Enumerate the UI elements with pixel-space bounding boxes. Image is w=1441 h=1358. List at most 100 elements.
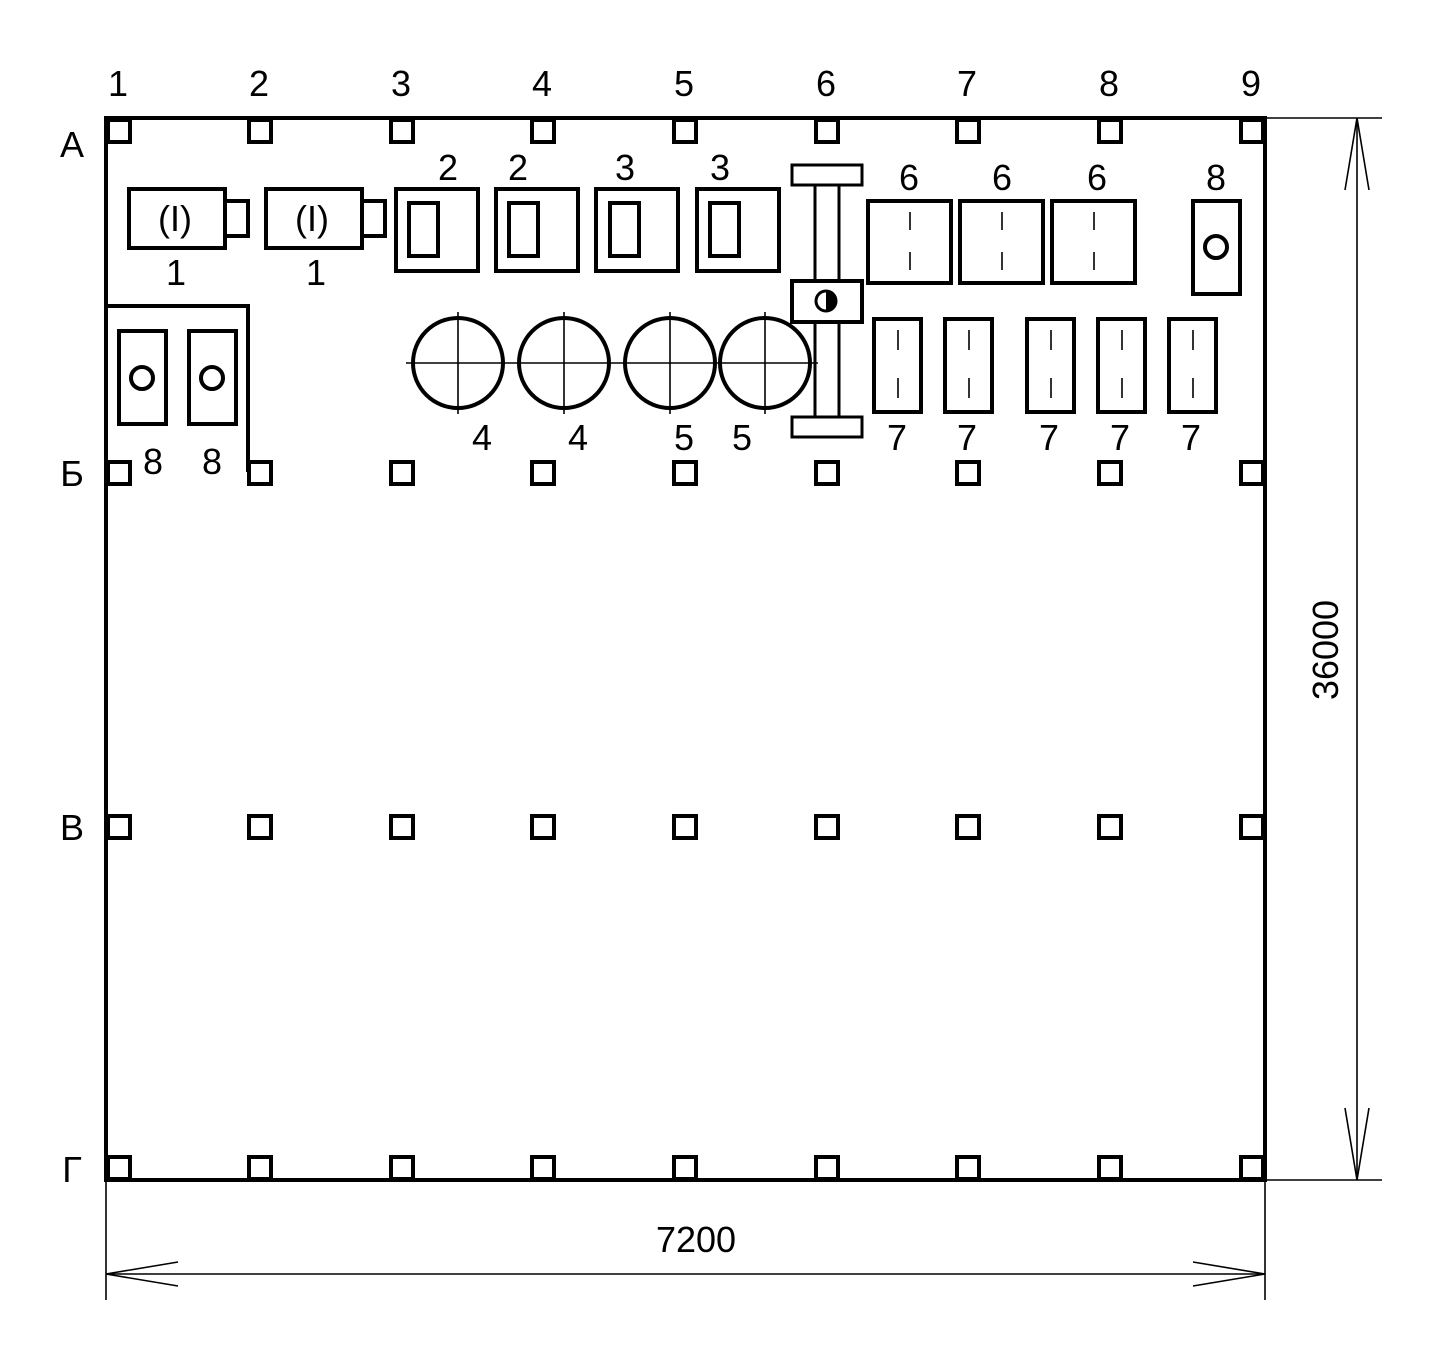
equipment-number: 8: [143, 441, 163, 482]
equipment-8-unit: 8: [117, 329, 168, 482]
row-axis-label: В: [60, 807, 84, 848]
column: [814, 1155, 840, 1181]
half-filled-marker-icon: [826, 291, 836, 311]
motor-mark: (I): [295, 198, 329, 239]
equipment-6-unit: 6: [866, 157, 953, 285]
column: [955, 118, 981, 144]
equipment-number: 7: [1039, 417, 1059, 458]
column: [247, 1155, 273, 1181]
column: [1097, 118, 1123, 144]
column-axis-label: 4: [532, 63, 552, 104]
column: [955, 460, 981, 486]
column: [814, 118, 840, 144]
equipment-number: 8: [202, 441, 222, 482]
equipment-number: 5: [732, 417, 752, 458]
column-axis-label: 5: [674, 63, 694, 104]
equipment-number: 8: [1206, 157, 1226, 198]
column: [1239, 814, 1265, 840]
row-axis-label: Г: [62, 1149, 82, 1190]
column: [1239, 1155, 1265, 1181]
equipment-number: 7: [887, 417, 907, 458]
column: [672, 1155, 698, 1181]
equipment-8-unit: 8: [1191, 157, 1242, 296]
equipment-7-unit: 7: [872, 317, 923, 458]
equipment-1-unit: (I) 1: [264, 187, 387, 293]
column: [1239, 460, 1265, 486]
column: [247, 460, 273, 486]
equipment-4-tank: 4: [411, 312, 505, 458]
equipment-5-tank: 5: [718, 312, 812, 458]
column-axis-label: 1: [108, 63, 128, 104]
column: [106, 460, 132, 486]
column: [389, 1155, 415, 1181]
column-axis-label: 2: [249, 63, 269, 104]
equipment-5-tank: 5: [623, 312, 717, 458]
equipment-number: 6: [899, 157, 919, 198]
building-outline: [104, 116, 1267, 1182]
equipment-3-unit: 3: [594, 147, 680, 273]
column: [1097, 814, 1123, 840]
column: [672, 460, 698, 486]
column: [106, 118, 132, 144]
equipment-number: 4: [472, 417, 492, 458]
column: [247, 814, 273, 840]
column: [106, 1155, 132, 1181]
equipment-3-unit: 3: [695, 147, 781, 273]
equipment-2-unit: 2: [394, 147, 480, 273]
equipment-4-tank: 4: [517, 312, 611, 458]
equipment-number: 4: [568, 417, 588, 458]
column: [530, 460, 556, 486]
row-axis-labels: А Б В Г: [60, 124, 84, 1190]
column-axis-label: 3: [391, 63, 411, 104]
column: [389, 814, 415, 840]
partition-wall: [106, 304, 250, 472]
column: [814, 460, 840, 486]
equipment-6-unit: 6: [958, 157, 1045, 285]
column: [106, 814, 132, 840]
column: [955, 814, 981, 840]
equipment-number: 3: [710, 147, 730, 188]
column-axis-label: 8: [1099, 63, 1119, 104]
equipment-number: 7: [957, 417, 977, 458]
dimension-height: 36000: [1265, 117, 1382, 1181]
column: [389, 460, 415, 486]
column: [1097, 1155, 1123, 1181]
column-axis-label: 7: [957, 63, 977, 104]
equipment-8-unit: 8: [187, 329, 238, 482]
row-axis-label: Б: [60, 453, 84, 494]
column: [814, 814, 840, 840]
column: [389, 118, 415, 144]
equipment-1-unit: (I) 1: [127, 187, 250, 293]
equipment-number: 2: [508, 147, 528, 188]
equipment-6-unit: 6: [1050, 157, 1137, 285]
column: [530, 118, 556, 144]
equipment-7-unit: 7: [1025, 317, 1076, 458]
equipment-number: 1: [166, 252, 186, 293]
column: [530, 814, 556, 840]
equipment-number: 5: [674, 417, 694, 458]
equipment-number: 7: [1110, 417, 1130, 458]
column: [247, 118, 273, 144]
equipment-7-unit: 7: [1167, 317, 1218, 458]
column: [530, 1155, 556, 1181]
equipment-number: 2: [438, 147, 458, 188]
dimension-width-label: 7200: [656, 1219, 736, 1260]
equipment-number: 7: [1181, 417, 1201, 458]
structural-columns: [106, 118, 1265, 1181]
column-axis-label: 9: [1241, 63, 1261, 104]
equipment-number: 3: [615, 147, 635, 188]
equipment-number: 6: [1087, 157, 1107, 198]
equipment-2-unit: 2: [494, 147, 580, 273]
column: [1239, 118, 1265, 144]
vertical-beam-unit: [790, 163, 864, 439]
column: [955, 1155, 981, 1181]
column: [672, 814, 698, 840]
column-axis-labels: 1 2 3 4 5 6 7 8 9: [108, 63, 1261, 104]
equipment-7-unit: 7: [1096, 317, 1147, 458]
equipment-number: 6: [992, 157, 1012, 198]
equipment-7-unit: 7: [943, 317, 994, 458]
motor-mark: (I): [158, 198, 192, 239]
column: [672, 118, 698, 144]
dimension-height-label: 36000: [1305, 600, 1346, 700]
